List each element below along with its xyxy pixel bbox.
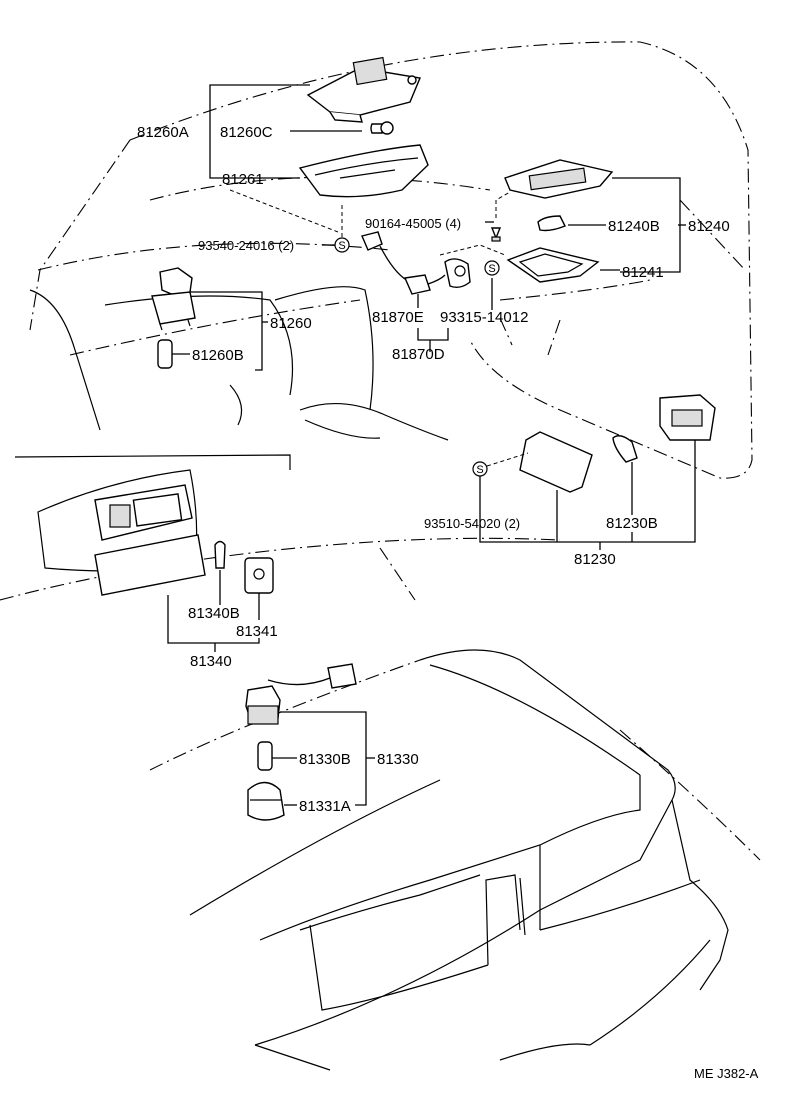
label-90164-45005: 90164-45005 (4) — [365, 216, 461, 231]
label-81260: 81260 — [270, 315, 312, 332]
part-81260-socket — [151, 267, 196, 331]
part-81340-vanity-lamp — [37, 469, 206, 596]
label-81340B: 81340B — [188, 605, 240, 622]
bulb-81240B-icon — [537, 215, 566, 232]
screw-symbol: S — [338, 240, 345, 252]
leader-lines — [167, 84, 696, 806]
part-81341-cover — [244, 557, 274, 594]
label-81261: 81261 — [222, 171, 264, 188]
bulb-81260B-icon — [157, 339, 173, 369]
label-81230B: 81230B — [606, 515, 658, 532]
label-81260A: 81260A — [137, 124, 189, 141]
screw-90164-icon — [490, 227, 502, 242]
screw-93510-icon: S — [472, 461, 488, 477]
label-81241: 81241 — [622, 264, 664, 281]
part-labels: 81260A 81260C 81261 93540-24016 (2) 9016… — [137, 124, 759, 1081]
label-81341: 81341 — [236, 623, 278, 640]
lens-81241 — [506, 247, 600, 283]
part-81330-socket — [245, 663, 357, 725]
bulb-81230B-icon — [612, 435, 638, 463]
screw-symbol: S — [476, 464, 483, 476]
label-81330: 81330 — [377, 751, 419, 768]
label-93540-24016: 93540-24016 (2) — [198, 238, 294, 253]
part-81230-housing — [659, 394, 716, 441]
label-81240: 81240 — [688, 218, 730, 235]
bulb-81340B-icon — [214, 540, 226, 569]
label-81230: 81230 — [574, 551, 616, 568]
label-81330B: 81330B — [299, 751, 351, 768]
part-81260A-housing — [306, 56, 421, 123]
label-81240B: 81240B — [608, 218, 660, 235]
vehicle-body-outline — [0, 41, 761, 1071]
label-93315-14012: 93315-14012 — [440, 309, 528, 326]
bulb-81260C-icon — [370, 121, 394, 135]
connector-81870-wire — [361, 231, 471, 295]
part-81240-housing — [504, 159, 614, 199]
label-81260B: 81260B — [192, 347, 244, 364]
diagram-reference-code: ME J382-A — [694, 1066, 759, 1081]
lens-81230 — [519, 431, 593, 493]
label-81870E: 81870E — [372, 309, 424, 326]
screw-93540-icon: S — [334, 237, 350, 253]
label-81870D: 81870D — [392, 346, 445, 363]
label-81260C: 81260C — [220, 124, 273, 141]
label-81340: 81340 — [190, 653, 232, 670]
screw-93315-icon: S — [484, 260, 500, 276]
label-81331A: 81331A — [299, 798, 351, 815]
label-93510-54020: 93510-54020 (2) — [424, 516, 520, 531]
bulb-81330B-icon — [257, 741, 273, 771]
lens-81261 — [298, 144, 429, 198]
cap-81331A — [247, 781, 285, 821]
screw-symbol: S — [488, 263, 495, 275]
